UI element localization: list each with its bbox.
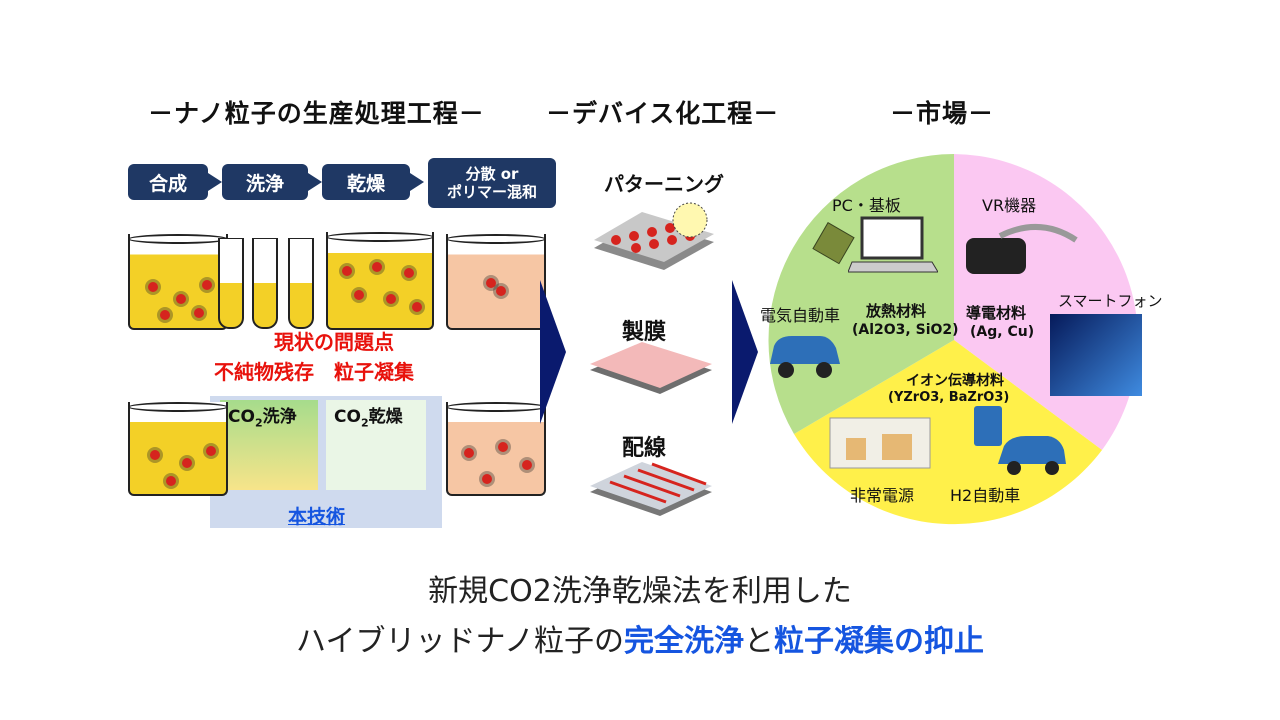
particle-icon	[150, 450, 160, 460]
particle-icon	[404, 268, 414, 278]
step-dry: 乾燥	[322, 164, 410, 200]
ion-title: イオン伝導材料	[906, 373, 1004, 389]
particle-icon	[372, 262, 382, 272]
particle-icon	[522, 460, 532, 470]
particle-icon	[386, 294, 396, 304]
wiring-label: 配線	[622, 436, 667, 461]
problem-detail: 不純物残存 粒子凝集	[214, 360, 414, 384]
step-disperse: 分散 or ポリマー混和	[428, 158, 556, 208]
particle-icon	[342, 266, 352, 276]
particle-icon	[482, 474, 492, 484]
footer-line2: ハイブリッドナノ粒子の完全洗浄と粒子凝集の抑止	[296, 624, 984, 659]
emergency-label: 非常電源	[850, 486, 915, 505]
step-arrow-icon	[308, 173, 322, 191]
particle-icon	[354, 290, 364, 300]
tech-name: 本技術	[288, 506, 346, 528]
particle-icon	[148, 282, 158, 292]
h2-car-icon	[974, 406, 1066, 475]
step-disperse-line1: 分散 or	[465, 165, 519, 183]
beaker-disperse-2	[446, 402, 546, 496]
particle-icon	[412, 302, 422, 312]
test-tube-icon	[218, 238, 244, 329]
patterning-label: パターニング	[604, 172, 724, 196]
h2car-label: H2自動車	[950, 486, 1021, 505]
vr-label: VR機器	[982, 196, 1037, 215]
vr-headset-icon	[966, 224, 1078, 274]
particle-icon	[464, 448, 474, 458]
particle-icon	[182, 458, 192, 468]
co2-wash-area	[220, 400, 318, 490]
market-header: －市場－	[890, 99, 995, 128]
circuit-board-icon	[812, 222, 855, 265]
particle-icon	[176, 294, 186, 304]
cond-formula: (Ag, Cu)	[970, 324, 1035, 340]
smartphone-icon	[1050, 314, 1142, 396]
step-arrow-icon	[410, 173, 424, 191]
electric-car-icon	[770, 336, 840, 378]
laptop-icon	[848, 216, 938, 273]
patterning-plate-icon	[594, 202, 714, 270]
beaker-synthesis	[128, 234, 228, 330]
footer-line1: 新規CO2洗浄乾燥法を利用した	[428, 574, 852, 609]
wiring-plate-icon	[590, 462, 712, 516]
cond-title: 導電材料	[966, 304, 1027, 322]
pc-label: PC・基板	[832, 196, 901, 215]
co2-dry-label: CO2乾燥	[334, 407, 403, 430]
flow-arrow-icon	[732, 280, 758, 424]
co2-dry-area	[326, 400, 426, 490]
particle-icon	[498, 442, 508, 452]
test-tube-icon	[252, 238, 278, 329]
particle-icon	[166, 476, 176, 486]
beaker-synthesis-2	[128, 402, 228, 496]
power-system-icon	[829, 417, 931, 469]
co2-wash-label: CO2洗浄	[228, 407, 297, 430]
heat-formula: (Al2O3, SiO2)	[852, 322, 959, 338]
ev-label: 電気自動車	[760, 306, 841, 325]
particle-cluster-icon	[486, 278, 496, 288]
beaker-disperse	[446, 234, 546, 330]
particle-icon	[194, 308, 204, 318]
film-plate-icon	[590, 342, 712, 394]
heat-title: 放熱材料	[866, 302, 927, 320]
test-tube-icon	[288, 238, 314, 329]
beaker-dry	[326, 232, 434, 330]
particle-icon	[202, 280, 212, 290]
pie-slice-energy	[794, 340, 1102, 525]
step-wash: 洗浄	[222, 164, 308, 200]
step-synthesis: 合成	[128, 164, 208, 200]
process-header: －ナノ粒子の生産処理工程－	[148, 99, 485, 128]
particle-icon	[160, 310, 170, 320]
step-disperse-line2: ポリマー混和	[446, 183, 537, 201]
phone-label: スマートフォン	[1058, 292, 1163, 310]
step-arrow-icon	[208, 173, 222, 191]
problem-title: 現状の問題点	[274, 330, 394, 354]
flow-arrow-icon	[540, 280, 566, 424]
particle-icon	[206, 446, 216, 456]
film-label: 製膜	[622, 320, 667, 345]
device-header: －デバイス化工程－	[546, 99, 780, 128]
ion-formula: (YZrO3, BaZrO3)	[888, 390, 1010, 405]
particle-cluster-icon	[496, 286, 506, 296]
